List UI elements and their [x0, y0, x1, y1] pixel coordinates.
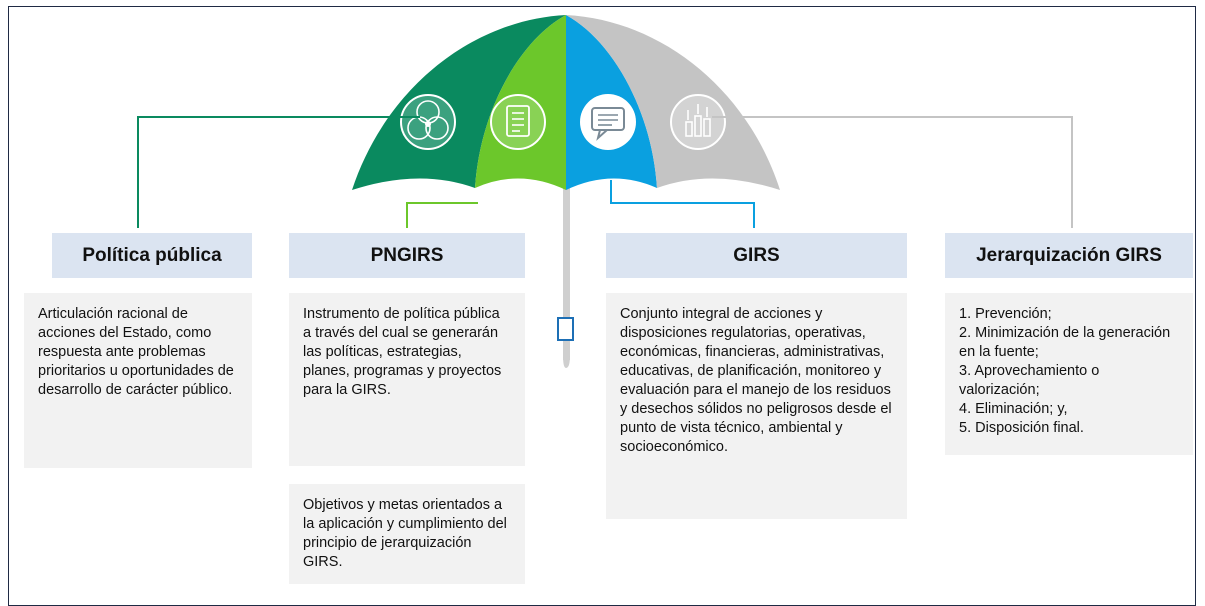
umbrella-handle: [563, 355, 570, 368]
umbrella-shaft: [563, 150, 570, 360]
speech-bubble-icon: [580, 94, 636, 150]
connector-girs: [610, 180, 755, 228]
canopy-segment-light-green: [475, 15, 566, 190]
connector-jerarquizacion: [712, 116, 1073, 228]
description-girs: Conjunto integral de acciones y disposic…: [606, 293, 907, 519]
connector-politica: [137, 116, 420, 228]
connector-pngirs: [406, 202, 478, 228]
canopy-segment-dark-green: [352, 15, 566, 190]
secondary-pngirs: Objetivos y metas orientados a la aplica…: [289, 484, 525, 584]
venn-ideas-icon: [400, 94, 456, 150]
description-politica-publica: Articulación racional de acciones del Es…: [24, 293, 252, 468]
header-girs: GIRS: [606, 233, 907, 278]
description-jerarquizacion-girs: 1. Prevención; 2. Minimización de la gen…: [945, 293, 1193, 455]
header-pngirs: PNGIRS: [289, 233, 525, 278]
description-pngirs: Instrumento de política pública a través…: [289, 293, 525, 466]
header-jerarquizacion-girs: Jerarquización GIRS: [945, 233, 1193, 278]
header-politica-publica: Política pública: [52, 233, 252, 278]
raised-hands-bars-icon: [670, 94, 726, 150]
canopy-segment-gray: [566, 15, 780, 190]
umbrella-strap: [557, 317, 574, 341]
checklist-document-icon: [490, 94, 546, 150]
